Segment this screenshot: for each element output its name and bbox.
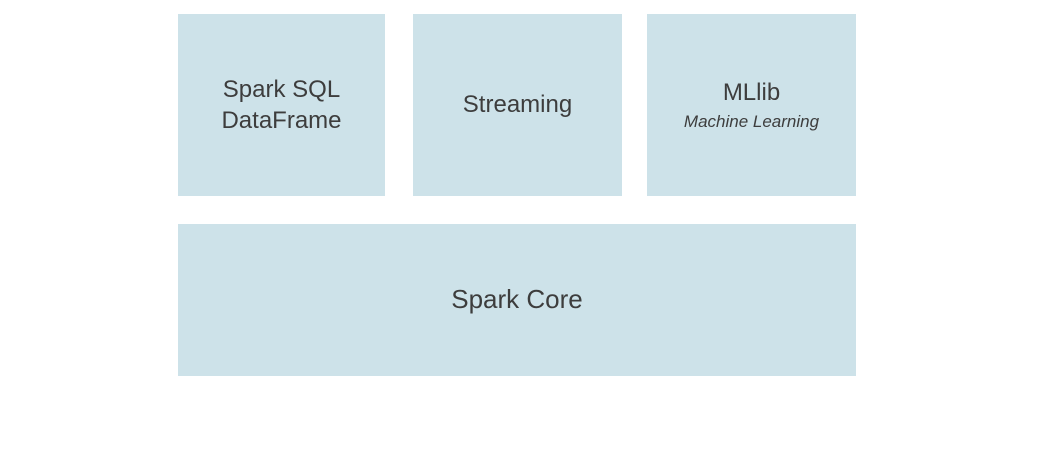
mllib-sublabel: Machine Learning [683, 111, 820, 131]
spark-sql-dataframe-box: Spark SQL DataFrame [178, 14, 385, 196]
mllib-label: MLlib [722, 78, 781, 106]
streaming-label: Streaming [462, 91, 573, 119]
spark-sql-label-line1: Spark SQL [222, 75, 341, 103]
mllib-box: MLlib Machine Learning [647, 14, 856, 196]
spark-sql-dataframe-label: Spark SQL DataFrame [221, 74, 341, 136]
spark-core-label: Spark Core [451, 284, 583, 315]
spark-core-box: Spark Core [178, 224, 856, 376]
spark-sql-label-line2: DataFrame [221, 107, 342, 134]
streaming-box: Streaming [413, 14, 622, 196]
